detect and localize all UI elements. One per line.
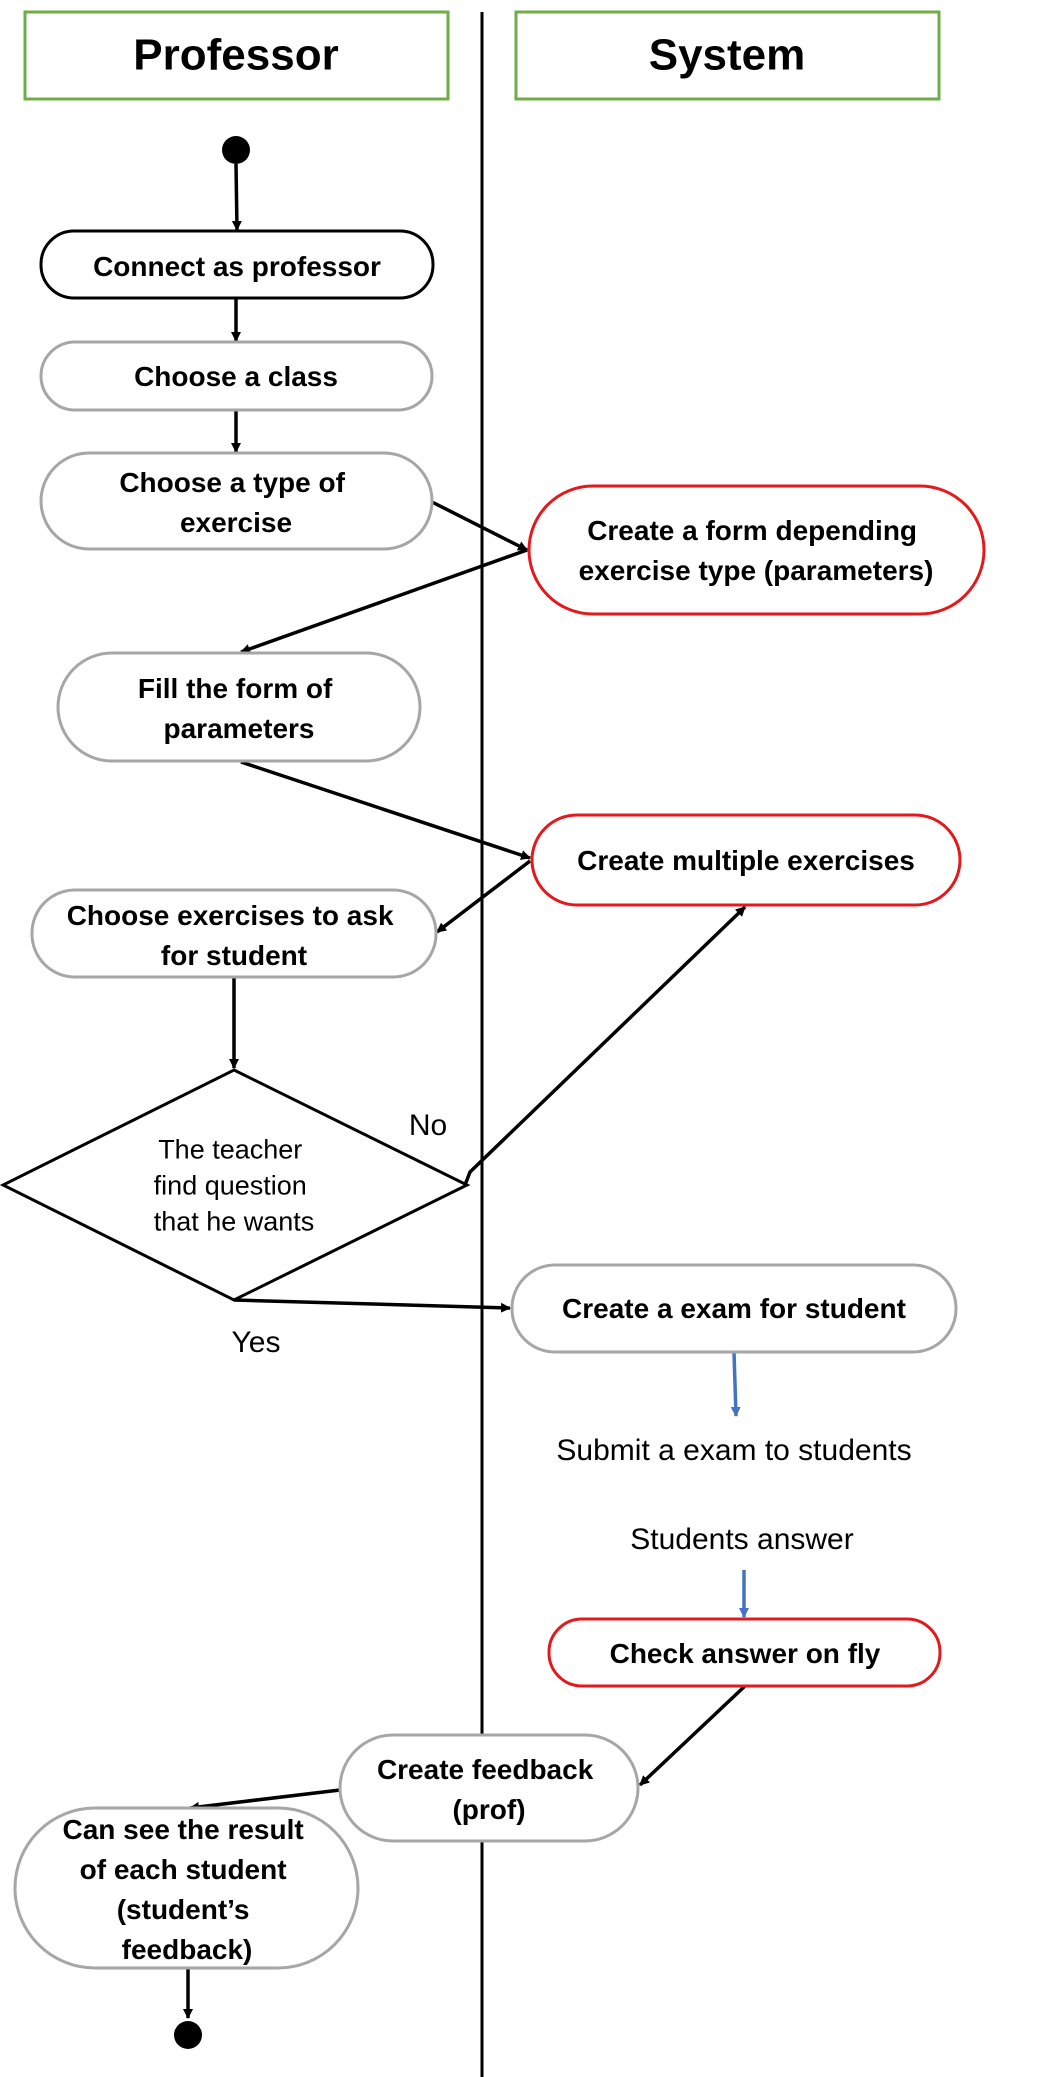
edge-decision-yes [233,1298,511,1313]
node-create-feedback-label: Create feedback (prof) [377,1754,601,1825]
node-see-result-shape [13,1806,360,1970]
node-create-multiple-label: Create multiple exercises [577,845,915,876]
system-lane-header [514,10,941,101]
node-create-form-line-2: exercise type (parameters) [579,555,934,586]
edge-exam-submit [730,1351,741,1417]
node-create-multiple-line-1: Create multiple exercises [577,845,915,876]
professor-lane-title: Professor [133,31,338,80]
edge-decision-no [463,905,747,1186]
node-connect-label: Connect as professor [93,251,381,282]
edge-multiple-choose [435,859,532,934]
node-choose-type: Choose a type of exercise [39,451,434,551]
node-choose-type-label: Choose a type of exercise [119,467,352,538]
node-create-form-label: Create a form depending exercise type (p… [579,515,934,586]
node-choose-class-label: Choose a class [134,361,338,392]
node-decision-shape [0,1068,471,1302]
node-create-feedback-shape [338,1733,640,1843]
node-fill-form-label: Fill the form of parameters [138,673,340,744]
node-create-feedback: Create feedback (prof) [338,1733,640,1843]
node-create-feedback-line-2: (prof) [452,1794,525,1825]
node-see-result-label: Can see the result of each student (stud… [63,1814,312,1965]
node-decision-label: The teacher find question that he wants [154,1134,315,1236]
label-yes: Yes [232,1326,281,1359]
node-see-result-line-3: (student’s [117,1894,250,1925]
node-see-result-line-4: feedback) [122,1934,253,1965]
node-choose-class-line-1: Choose a class [134,361,338,392]
label-submit-exam: Submit a exam to students [556,1434,911,1467]
node-choose-type-line-2: exercise [180,507,292,538]
node-create-form-line-1: Create a form depending [587,515,917,546]
professor-lane-header [23,10,450,101]
node-check-answer: Check answer on fly [547,1617,942,1688]
node-fill-form-line-2: parameters [164,713,315,744]
node-check-answer-shape [547,1617,942,1688]
node-choose-class: Choose a class [39,340,434,412]
edge-feedback-result [189,1788,341,1812]
node-fill-form-line-1: Fill the form of [138,673,333,704]
node-connect: Connect as professor [39,229,435,300]
node-choose-exercises-label: Choose exercises to ask for student [67,900,402,971]
label-no: No [409,1109,447,1142]
node-see-result-line-1: Can see the result [63,1814,304,1845]
node-create-exam-shape [510,1263,958,1354]
node-fill-form-shape [56,651,422,763]
node-choose-exercises: Choose exercises to ask for student [30,888,438,979]
edge-check-feedback [638,1684,747,1787]
node-create-exam: Create a exam for student [510,1263,958,1354]
system-lane-title: System [649,31,806,80]
label-students-answer: Students answer [630,1523,853,1556]
edge-fill-multiple [240,760,531,860]
node-create-exam-label: Create a exam for student [562,1293,906,1324]
node-create-exam-line-1: Create a exam for student [562,1293,906,1324]
node-fill-form: Fill the form of parameters [56,651,422,763]
node-choose-exercises-line-2: for student [161,940,307,971]
node-decision-line-2: find question [154,1170,307,1200]
node-choose-exercises-line-1: Choose exercises to ask [67,900,394,931]
node-connect-line-1: Connect as professor [93,251,381,282]
node-decision: The teacher find question that he wants [0,1068,471,1302]
node-check-answer-label: Check answer on fly [610,1638,881,1669]
start-node [222,136,250,164]
end-node [174,2021,202,2049]
node-check-answer-line-1: Check answer on fly [610,1638,881,1669]
edge-type-form [431,500,528,552]
edge-start-connect [231,163,242,231]
node-see-result-line-2: of each student [80,1854,287,1885]
node-decision-line-1: The teacher [158,1134,302,1164]
node-create-multiple: Create multiple exercises [530,813,962,907]
node-choose-type-line-1: Choose a type of [119,467,345,498]
node-connect-shape [39,229,435,300]
node-create-form: Create a form depending exercise type (p… [527,484,986,616]
node-choose-type-shape [39,451,434,551]
node-see-result: Can see the result of each student (stud… [13,1806,360,1970]
edges [183,163,749,2019]
node-decision-line-3: that he wants [154,1206,315,1236]
node-create-feedback-line-1: Create feedback [377,1754,594,1785]
node-create-form-shape [527,484,986,616]
node-choose-class-shape [39,340,434,412]
node-create-multiple-shape [530,813,962,907]
node-choose-exercises-shape [30,888,438,979]
edge-form-fill [240,548,528,654]
